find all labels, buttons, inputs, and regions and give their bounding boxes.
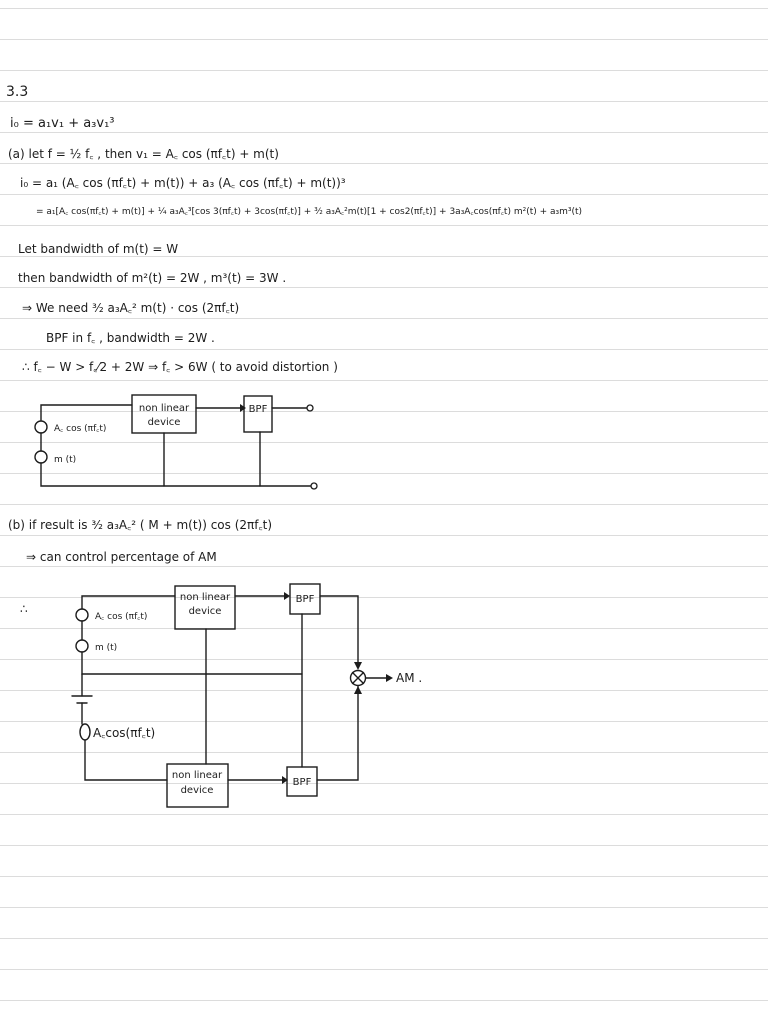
diagram-b-lower-input-wire bbox=[84, 739, 168, 781]
section-number: 3.3 bbox=[6, 84, 29, 100]
diagram-b-lower-nld-label-1: non linear bbox=[172, 770, 223, 781]
control-percentage-line: ⇒ can control percentage of AM bbox=[26, 550, 217, 564]
diagram-b-lower-nld-label-2: device bbox=[181, 785, 214, 796]
output-current-result: = a₁[A꜀ cos(πf꜀t) + m(t)] + ¼ a₃A꜀³[cos … bbox=[36, 207, 583, 217]
therefore-b-symbol: ∴ bbox=[20, 602, 28, 616]
diagram-b-source-2-label: m (t) bbox=[95, 643, 117, 653]
diagram-b-upper-bpf-box bbox=[289, 583, 321, 615]
diagram-b-source-1 bbox=[75, 608, 89, 622]
output-current-definition: i₀ = a₁v₁ + a₃v₁³ bbox=[10, 116, 115, 131]
diagram-b-source-3-label: A꜀cos(πf꜀t) bbox=[93, 726, 155, 740]
diagram-b-source-2 bbox=[75, 639, 89, 653]
diagram-a-ground-wire bbox=[40, 462, 313, 487]
bandwidth-let-line: Let bandwidth of m(t) = W bbox=[18, 242, 179, 256]
diagram-a-nld-label-2: device bbox=[148, 417, 181, 428]
diagram-a-source-1-label: A꜀ cos (πf꜀t) bbox=[54, 424, 106, 434]
diagram-a-bpf-label: BPF bbox=[249, 404, 268, 415]
diagram-a-output-terminal bbox=[306, 404, 314, 412]
output-current-expansion: i₀ = a₁ (A꜀ cos (πf꜀t) + m(t)) + a₃ (A꜀ … bbox=[20, 176, 346, 190]
diagram-b-middle-wire bbox=[81, 651, 303, 675]
diagram-b-source-3 bbox=[79, 723, 91, 741]
diagram-b-upper-bpf-label: BPF bbox=[296, 594, 315, 605]
diagram-b-lower-bpf-label: BPF bbox=[293, 777, 312, 788]
diagram-a-ground-terminal bbox=[310, 482, 318, 490]
diagram-b-source-1-label: A꜀ cos (πf꜀t) bbox=[95, 612, 147, 622]
diagram-a-source-2-label: m (t) bbox=[54, 455, 76, 465]
diagram-a-nld-label-1: non linear bbox=[139, 403, 190, 414]
part-b-statement: (b) if result is ³⁄₂ a₃A꜀² ( M + m(t)) c… bbox=[8, 518, 273, 532]
therefore-condition-line: ∴ f꜀ − W > f꜀⁄2 + 2W ⇒ f꜀ > 6W ( to avoi… bbox=[22, 360, 338, 374]
diagram-b-lower-nld-box bbox=[166, 763, 229, 808]
diagram-b-upper-nld-box bbox=[174, 585, 236, 630]
diagram-a-input-wire bbox=[40, 404, 133, 421]
bandwidth-then-line: then bandwidth of m²(t) = 2W , m³(t) = 3… bbox=[18, 271, 287, 285]
diagram-b-upper-nld-label-1: non linear bbox=[180, 592, 231, 603]
diagram-b-upper-nld-label-2: device bbox=[189, 606, 222, 617]
diagram-b-output-label: AM . bbox=[396, 671, 422, 685]
part-a-statement: (a) let f = ½ f꜀ , then v₁ = A꜀ cos (πf꜀… bbox=[8, 147, 279, 161]
diagram-b-upper-input-wire bbox=[81, 595, 176, 610]
we-need-line: ⇒ We need ³⁄₂ a₃A꜀² m(t) · cos (2πf꜀t) bbox=[22, 301, 240, 315]
diagram-a-bpf-box bbox=[243, 395, 273, 433]
bpf-bandwidth-line: BPF in f꜀ , bandwidth = 2W . bbox=[46, 331, 215, 345]
